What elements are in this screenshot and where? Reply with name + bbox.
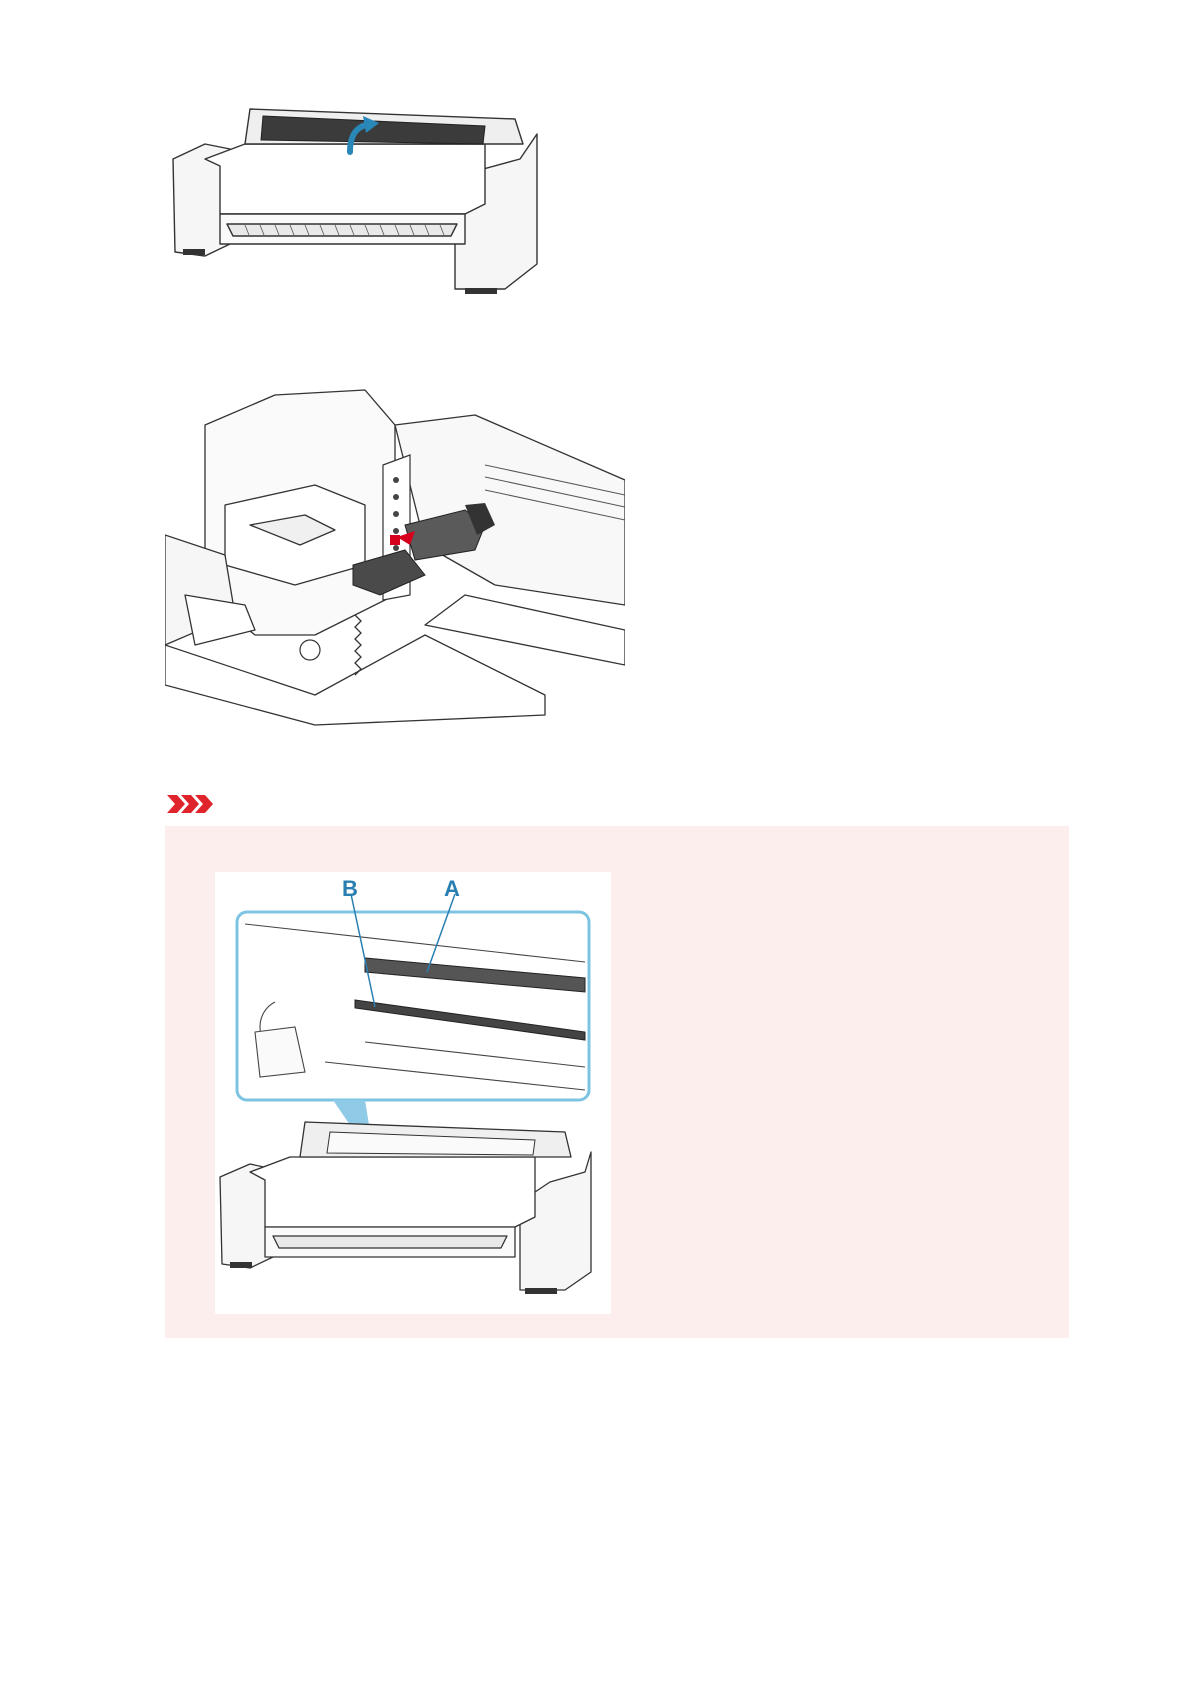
- paper-retainer-figure: B A: [215, 872, 611, 1314]
- printer-top-cover-illustration: [165, 104, 565, 304]
- callout-label-a: A: [444, 876, 460, 902]
- release-lever-illustration: [165, 385, 625, 730]
- printer-paper-retainer-illustration: [215, 872, 611, 1314]
- important-note-box: B A: [165, 826, 1069, 1338]
- important-chevrons-icon: [165, 793, 215, 815]
- callout-label-b: B: [342, 876, 358, 902]
